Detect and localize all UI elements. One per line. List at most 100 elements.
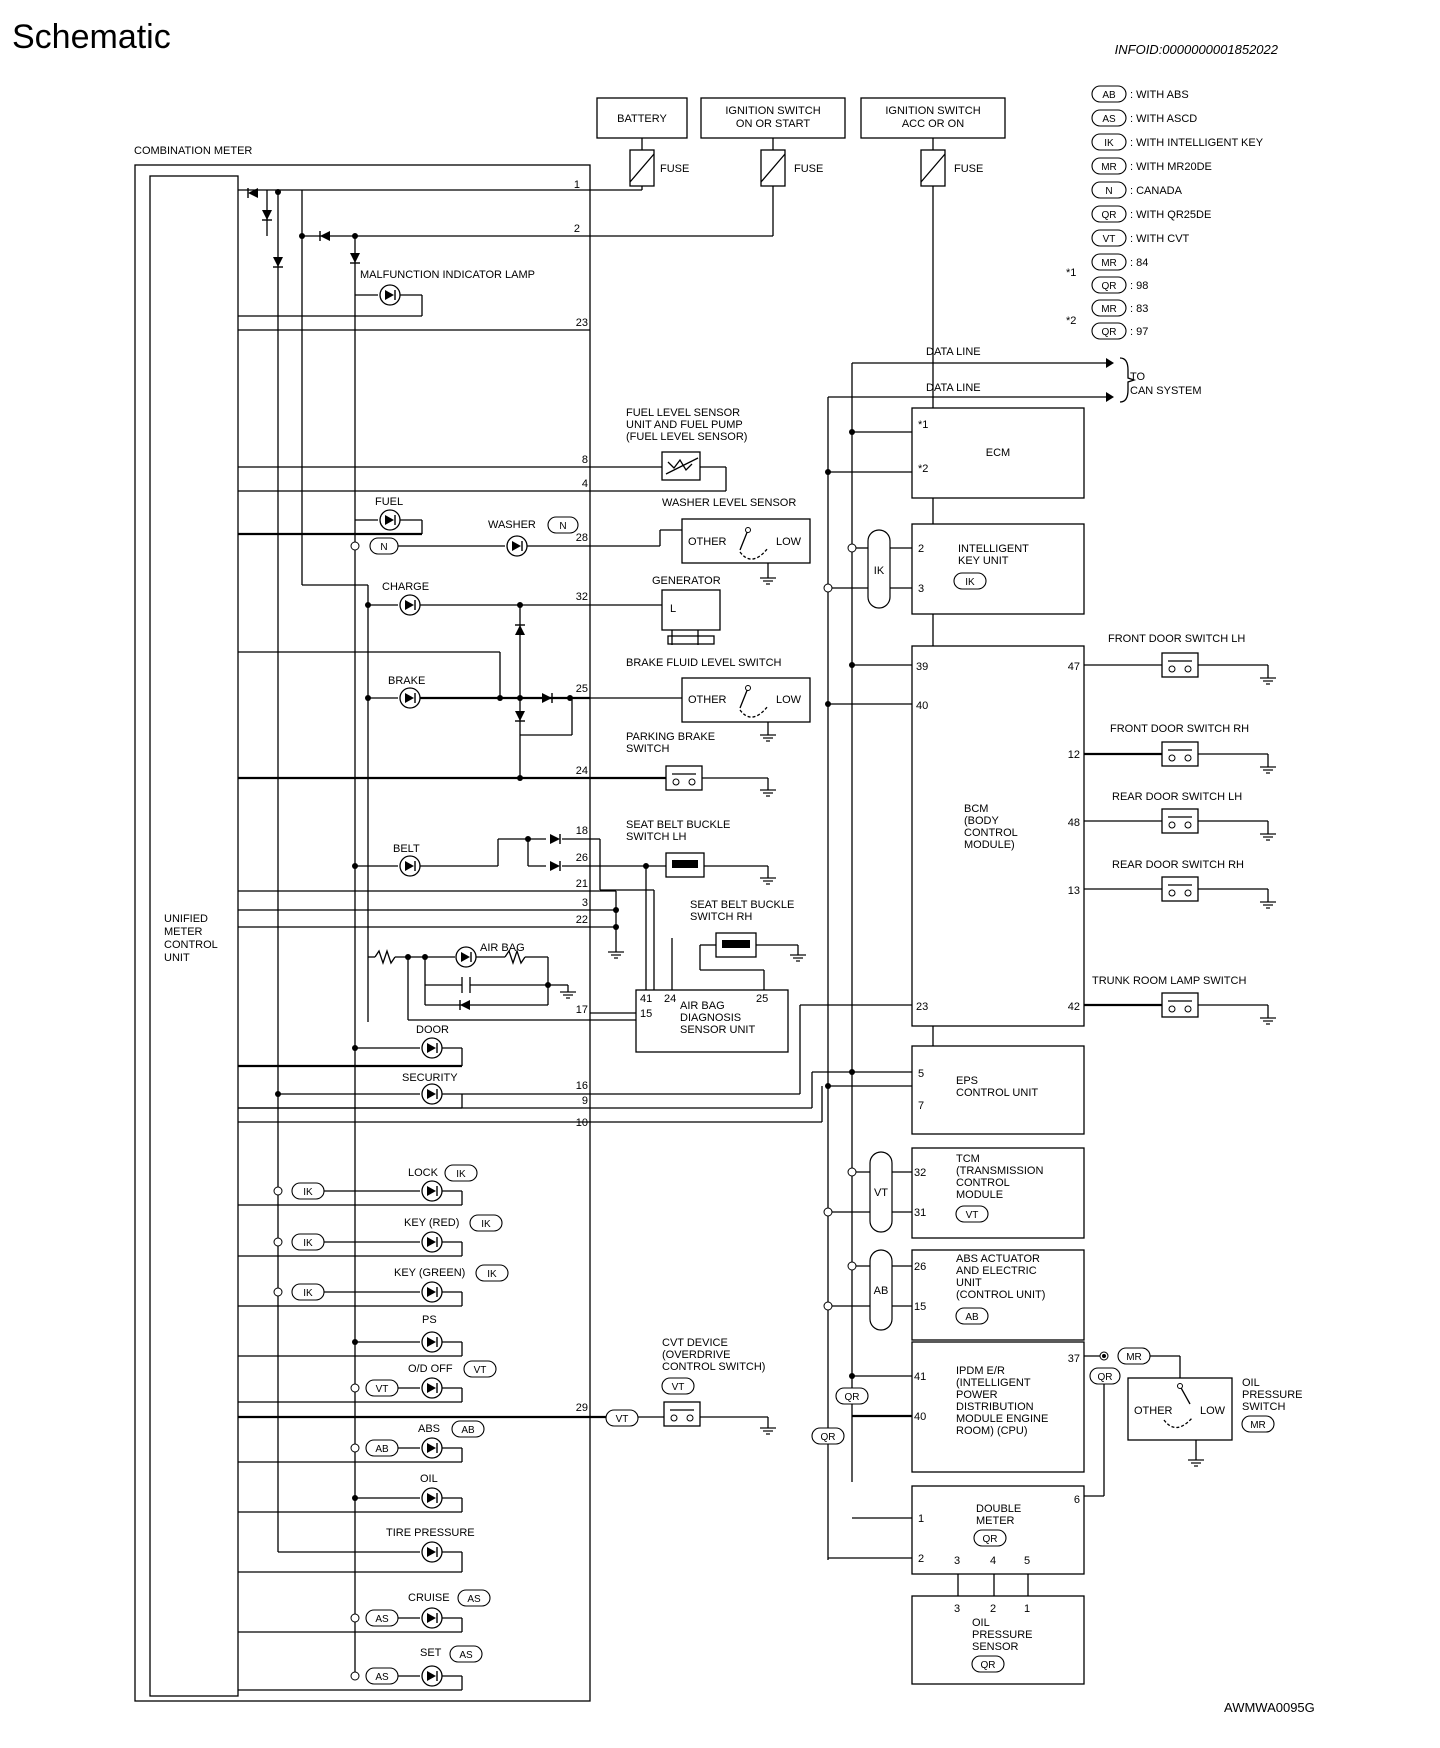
tag-ab-absunit: AB — [955, 1307, 989, 1325]
bcm-pin-39: 39 — [916, 661, 928, 673]
svg-text:IK: IK — [874, 565, 885, 577]
sb-lh-label-1: SEAT BELT BUCKLE — [626, 819, 730, 831]
washer-lamp-label: WASHER — [488, 519, 536, 531]
abs-unit-pin-15: 15 — [914, 1301, 926, 1313]
ign-on-label-2: ON OR START — [736, 118, 810, 130]
combination-meter: COMBINATION METER UNIFIED METER CONTROL … — [134, 145, 640, 1702]
svg-text:QR: QR — [983, 1534, 998, 1545]
ecm-star2: *2 — [918, 463, 928, 475]
pin-9: 9 — [582, 1095, 588, 1107]
ipdm-label-1: IPDM E/R — [956, 1365, 1005, 1377]
star2-tag-qr: QR — [1091, 322, 1127, 340]
unit-label-3: CONTROL — [164, 939, 218, 951]
tire-lamp-icon — [421, 1541, 443, 1563]
can-network: DATA LINE DATA LINE TO CAN SYSTEM *1 *2 … — [590, 346, 1303, 1685]
bcm-pin-12: 12 — [1068, 749, 1080, 761]
trunk-switch-label: TRUNK ROOM LAMP SWITCH — [1092, 975, 1246, 987]
brake-fluid-label: BRAKE FLUID LEVEL SWITCH — [626, 657, 782, 669]
oil-lamp-icon — [421, 1487, 443, 1509]
pin-18: 18 — [576, 825, 588, 837]
oil-sensor-pin-2: 2 — [990, 1603, 996, 1615]
generator-box — [661, 589, 721, 631]
oil-sensor-pin-1: 1 — [1024, 1603, 1030, 1615]
power-supply: BATTERY IGNITION SWITCH ON OR START IGNI… — [590, 97, 1006, 1122]
tag-as-set-2: AS — [365, 1667, 399, 1685]
svg-text:VT: VT — [474, 1365, 487, 1376]
svg-text:N: N — [559, 521, 566, 532]
unit-label-2: METER — [164, 926, 203, 938]
ikey-label-1: INTELLIGENT — [958, 543, 1029, 555]
oil-sensor-box — [911, 1595, 1085, 1685]
star1-tag-mr: MR — [1091, 253, 1127, 271]
legend-tag-n: N — [1091, 181, 1127, 199]
ign-acc-box — [860, 97, 1006, 139]
tcm-label-1: TCM — [956, 1153, 980, 1165]
sensors: FUEL LEVEL SENSOR UNIT AND FUEL PUMP (FU… — [590, 407, 811, 1435]
fuse-label-1: FUSE — [660, 163, 689, 175]
front-door-rh-label: FRONT DOOR SWITCH RH — [1110, 723, 1249, 735]
fuel-sensor-label-1: FUEL LEVEL SENSOR — [626, 407, 740, 419]
fuse-ign-acc — [920, 149, 946, 187]
tag-vt-cvt: VT — [661, 1377, 695, 1395]
tag-ik-keygreen: IK — [475, 1264, 509, 1282]
double-meter-pin-3: 3 — [954, 1555, 960, 1567]
set-lamp-label: SET — [420, 1647, 442, 1659]
oil-switch-low: LOW — [1200, 1405, 1226, 1417]
oil-switch-label-1: OIL — [1242, 1377, 1260, 1389]
parking-label-1: PARKING BRAKE — [626, 731, 715, 743]
key-red-lamp-label: KEY (RED) — [404, 1217, 459, 1229]
airbag-unit-pin-25: 25 — [756, 993, 768, 1005]
svg-text:MR: MR — [1101, 162, 1117, 173]
washer-low: LOW — [776, 536, 802, 548]
double-meter-pin-5: 5 — [1024, 1555, 1030, 1567]
ikey-box — [911, 523, 1085, 615]
cvt-label-2: (OVERDRIVE — [662, 1349, 730, 1361]
svg-text:MR: MR — [1126, 1352, 1142, 1363]
ps-lamp-icon — [421, 1331, 443, 1353]
lock-lamp-icon — [421, 1180, 443, 1202]
washer-sensor-box — [681, 518, 811, 564]
bcm-box — [911, 645, 1085, 1027]
star1-text-mr: : 84 — [1130, 257, 1148, 269]
brake-fluid-box — [681, 677, 811, 723]
can-system-label: CAN SYSTEM — [1130, 385, 1202, 397]
double-meter-pin-4: 4 — [990, 1555, 996, 1567]
abs-unit-box — [911, 1249, 1085, 1341]
tag-ab-abs: AB — [451, 1420, 485, 1438]
svg-text:IK: IK — [487, 1269, 497, 1280]
svg-text:VT: VT — [1103, 234, 1116, 245]
pin-8: 8 — [582, 454, 588, 466]
key-green-lamp-icon — [421, 1281, 443, 1303]
ipdm-label-6: ROOM) (CPU) — [956, 1425, 1028, 1437]
od-off-lamp-icon — [421, 1377, 443, 1399]
pin-10: 10 — [576, 1117, 588, 1129]
front-door-rh-icon — [1161, 741, 1199, 767]
bcm-label-4: MODULE) — [964, 839, 1015, 851]
double-meter-label-1: DOUBLE — [976, 1503, 1021, 1515]
parking-label-2: SWITCH — [626, 743, 669, 755]
bcm-label-2: (BODY — [964, 815, 1000, 827]
abs-lamp-icon — [421, 1437, 443, 1459]
tag-mr-oil: MR — [1117, 1347, 1151, 1365]
bcm-pin-48: 48 — [1068, 817, 1080, 829]
pin-2: 2 — [574, 223, 580, 235]
svg-text:MR: MR — [1101, 304, 1117, 315]
legend-text-qr: : WITH QR25DE — [1130, 209, 1211, 221]
tag-ik-keyred-2: IK — [291, 1233, 325, 1251]
ipdm-label-4: DISTRIBUTION — [956, 1401, 1034, 1413]
belt-lamp-label: BELT — [393, 843, 420, 855]
front-door-lh-label: FRONT DOOR SWITCH LH — [1108, 633, 1245, 645]
battery-box — [596, 97, 688, 139]
ikey-pin-3: 3 — [918, 583, 924, 595]
tag-ik-keyred: IK — [469, 1214, 503, 1232]
washer-lamp-icon — [506, 535, 528, 557]
washer-sensor-label: WASHER LEVEL SENSOR — [662, 497, 796, 509]
legend-tag-ab: AB — [1091, 85, 1127, 103]
svg-text:IK: IK — [1104, 138, 1114, 149]
svg-text:N: N — [380, 542, 387, 553]
data-line-label-1: DATA LINE — [926, 346, 981, 358]
svg-text:VT: VT — [616, 1414, 629, 1425]
tag-qr-oilsensor: QR — [971, 1655, 1005, 1673]
tag-vt-od: VT — [463, 1360, 497, 1378]
abs-lamp-label: ABS — [418, 1423, 440, 1435]
